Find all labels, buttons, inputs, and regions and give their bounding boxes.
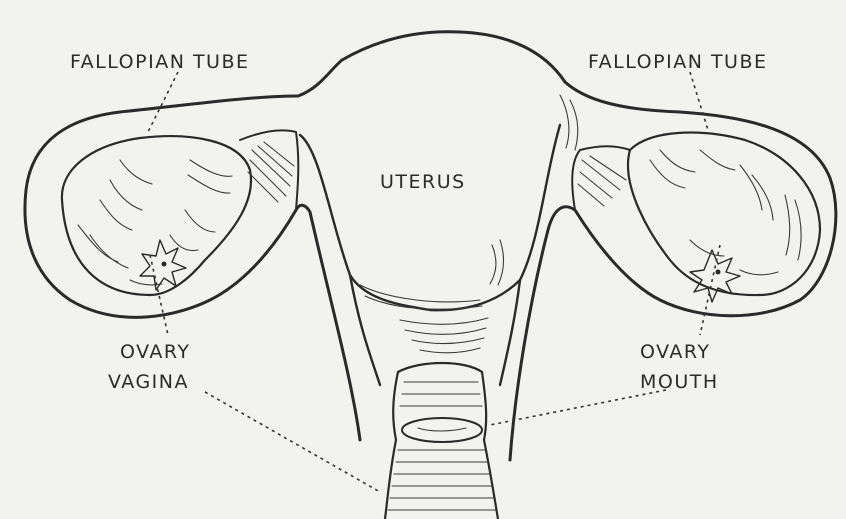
- label-mouth: MOUTH: [640, 371, 719, 393]
- label-uterus: UTERUS: [380, 171, 466, 193]
- label-ovary-left: OVARY: [120, 341, 191, 363]
- label-fallopian-tube-right: FALLOPIAN TUBE: [588, 51, 768, 73]
- label-vagina: VAGINA: [108, 371, 189, 393]
- label-fallopian-tube-left: FALLOPIAN TUBE: [70, 51, 250, 73]
- label-ovary-right: OVARY: [640, 341, 711, 363]
